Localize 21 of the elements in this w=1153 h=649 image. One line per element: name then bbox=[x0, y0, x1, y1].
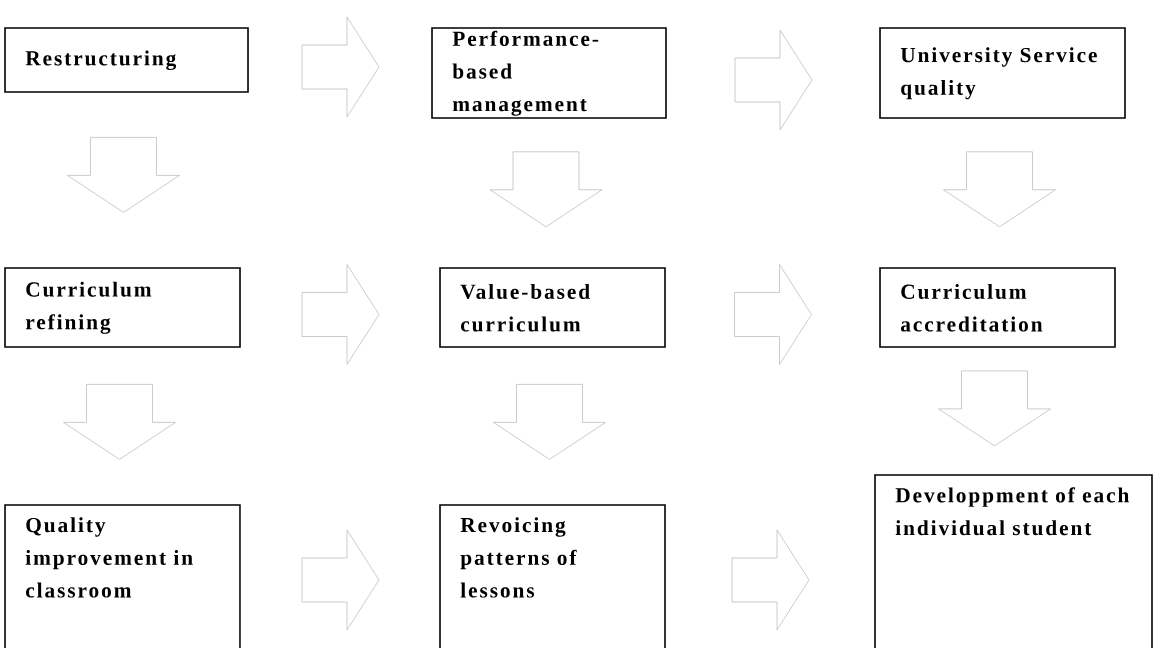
block-arrow bbox=[734, 264, 812, 365]
process-box: University Service quality bbox=[879, 27, 1126, 119]
block-arrow bbox=[63, 384, 176, 460]
process-box: Revoicing patterns of lessons bbox=[439, 504, 666, 649]
block-arrow bbox=[301, 264, 380, 365]
process-box: Restructuring bbox=[4, 27, 249, 93]
process-box: Quality improvement in classroom bbox=[4, 504, 241, 649]
block-arrow bbox=[734, 29, 813, 131]
process-box: Curriculum refining bbox=[4, 267, 241, 348]
block-arrow bbox=[67, 137, 180, 213]
block-arrow bbox=[943, 151, 1056, 228]
process-box: Value-based curriculum bbox=[439, 267, 666, 348]
block-arrow bbox=[301, 529, 380, 631]
block-arrow bbox=[938, 370, 1051, 447]
block-arrow bbox=[731, 529, 810, 631]
block-arrow bbox=[301, 16, 380, 118]
block-arrow bbox=[493, 384, 606, 460]
process-box: Developpment of each individual student bbox=[874, 474, 1153, 649]
process-box: Performance-based management bbox=[431, 27, 667, 119]
block-arrow bbox=[489, 151, 603, 228]
process-box: Curriculum accreditation bbox=[879, 267, 1116, 348]
